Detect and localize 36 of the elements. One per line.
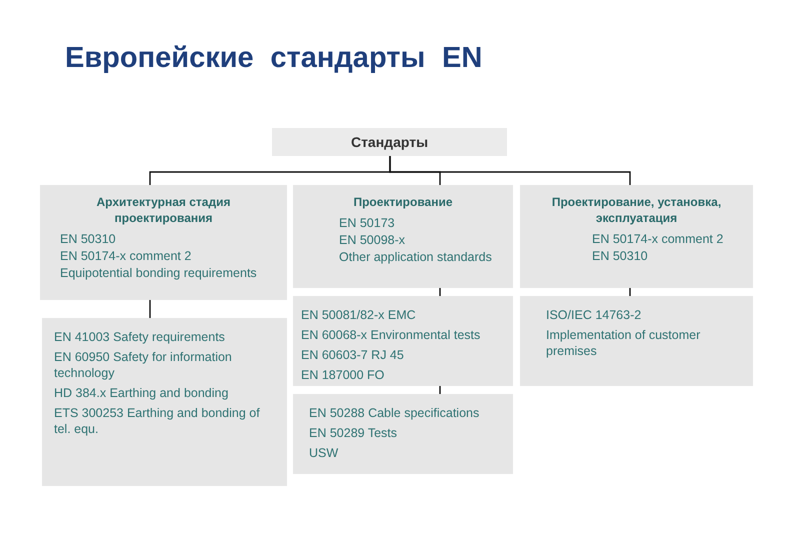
standard-entry: EN 60068-x Environmental tests [301, 327, 480, 343]
standards-panel [293, 296, 513, 386]
category-panel [520, 185, 753, 288]
standard-entry: EN 50174-x comment 2 [592, 231, 724, 247]
standard-entry: EN 41003 Safety requirements [54, 329, 225, 345]
standard-entry: USW [309, 445, 338, 461]
standard-entry: EN 50289 Tests [309, 425, 398, 441]
standards-panel [293, 394, 513, 474]
page-title: Европейские стандарты EN [65, 41, 482, 76]
category-panel [293, 185, 513, 288]
standard-entry: ISO/IEC 14763-2 [546, 307, 642, 323]
standard-entry: Equipotential bonding requirements [60, 265, 257, 281]
standard-entry: Other application standards [339, 249, 492, 265]
connector-line [389, 156, 631, 185]
header-box [272, 128, 507, 156]
standard-entry: EN 50310 [592, 248, 648, 264]
standard-entry: HD 384.x Earthing and bonding [54, 385, 228, 401]
standard-entry: EN 50098-x [339, 232, 406, 248]
standards-panel [42, 318, 287, 486]
panel-heading: Архитектурная стадия проектирования [96, 194, 232, 226]
category-panel [40, 185, 287, 300]
standard-entry: EN 50081/82-x EMC [301, 307, 416, 323]
standard-entry: EN 50173 [339, 215, 395, 231]
standard-entry: EN 60950 Safety for information technology [54, 349, 233, 381]
header-label: Стандарты [350, 132, 428, 152]
standard-entry: ETS 300253 Earthing and bonding of tel. equ. [54, 405, 261, 437]
standard-entry: EN 60603-7 RJ 45 [301, 347, 404, 363]
connector-line [149, 300, 151, 318]
standard-entry: Implementation of customer premises [546, 327, 702, 359]
panel-heading: Проектирование [352, 194, 454, 210]
standard-entry: EN 50288 Cable specifications [309, 405, 480, 421]
standard-entry: EN 187000 FO [301, 367, 384, 383]
standards-panel [520, 296, 753, 386]
standard-entry: EN 50310 [60, 231, 116, 247]
standard-entry: EN 50174-x comment 2 [60, 248, 192, 264]
panel-heading: Проектирование, установка, эксплуатация [550, 194, 722, 226]
